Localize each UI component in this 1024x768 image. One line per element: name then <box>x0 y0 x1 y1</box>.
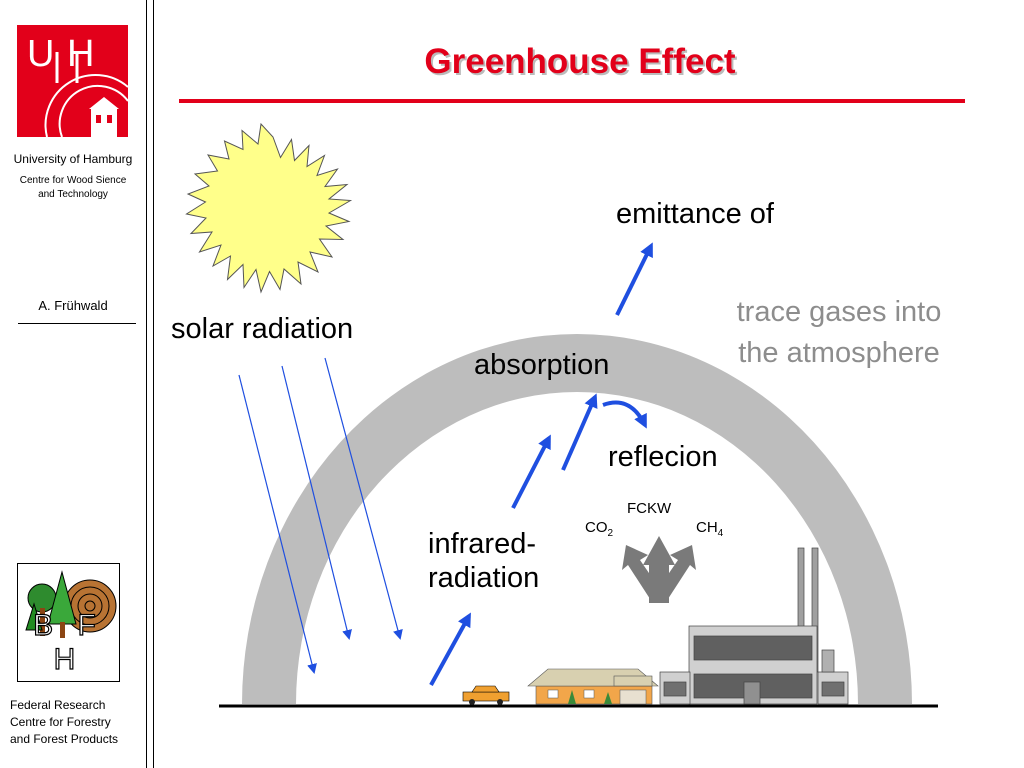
bfh-letters: B F H <box>33 608 104 676</box>
infrared-arrow-3 <box>561 393 598 471</box>
bfh-logo: B F H <box>17 563 120 682</box>
co2-base: CO <box>585 519 608 536</box>
sun-icon <box>185 122 353 294</box>
atmosphere-arch <box>242 334 912 704</box>
sidebar-divider-left <box>146 0 147 768</box>
ch4-label: CH4 <box>696 519 723 539</box>
trace-gases-line-2: the atmosphere <box>738 337 940 369</box>
centre-line-2: and Technology <box>38 189 108 200</box>
trace-gases-line-1: trace gases into <box>736 296 942 328</box>
footer-line-2: Centre for Forestry <box>10 715 111 729</box>
trace-gases-label: trace gases into the atmosphere <box>706 292 972 374</box>
footer-line-1: Federal Research <box>10 698 106 712</box>
fckw-label: FCKW <box>627 500 672 517</box>
logo-letters: U H <box>27 33 96 75</box>
factory-icon <box>659 547 849 705</box>
author-divider <box>18 323 136 324</box>
infrared-line-1: infrared- <box>428 528 536 560</box>
co2-label: CO2 <box>585 519 613 539</box>
emittance-label: emittance of <box>616 198 774 230</box>
emission-arrows-icon <box>622 536 696 603</box>
infrared-arrow-2 <box>511 434 551 509</box>
infrared-label: infrared- radiation <box>428 527 539 595</box>
ch4-subscript: 4 <box>717 528 724 539</box>
emittance-arrow <box>615 242 653 316</box>
page-title: Greenhouse Effect <box>424 42 736 81</box>
solar-ray-3 <box>324 357 403 640</box>
bfh-trees-icon <box>25 570 117 638</box>
house-icon <box>527 668 659 705</box>
absorption-label: absorption <box>474 349 610 381</box>
reflection-label: reflecion <box>608 441 718 473</box>
solar-ray-2 <box>281 365 352 640</box>
reflection-arrow <box>602 400 647 429</box>
university-hamburg-logo: U H <box>17 25 128 137</box>
sidebar-divider-right <box>153 0 154 768</box>
solar-radiation-label: solar radiation <box>171 313 354 345</box>
author-name: A. Frühwald <box>38 298 108 313</box>
title-underline <box>179 99 965 103</box>
car-icon <box>462 685 510 705</box>
solar-ray-1 <box>238 374 317 674</box>
ch4-base: CH <box>696 519 718 536</box>
infrared-arrow-1 <box>429 612 471 686</box>
footer-line-3: and Forest Products <box>10 732 119 746</box>
footer-institution: Federal Research Centre for Forestry and… <box>10 697 118 748</box>
university-name: University of Hamburg <box>13 152 133 166</box>
centre-line-1: Centre for Wood Sience <box>19 175 127 186</box>
logo-seal-icon <box>44 52 128 137</box>
infrared-line-2: radiation <box>428 562 540 594</box>
co2-subscript: 2 <box>607 528 614 539</box>
